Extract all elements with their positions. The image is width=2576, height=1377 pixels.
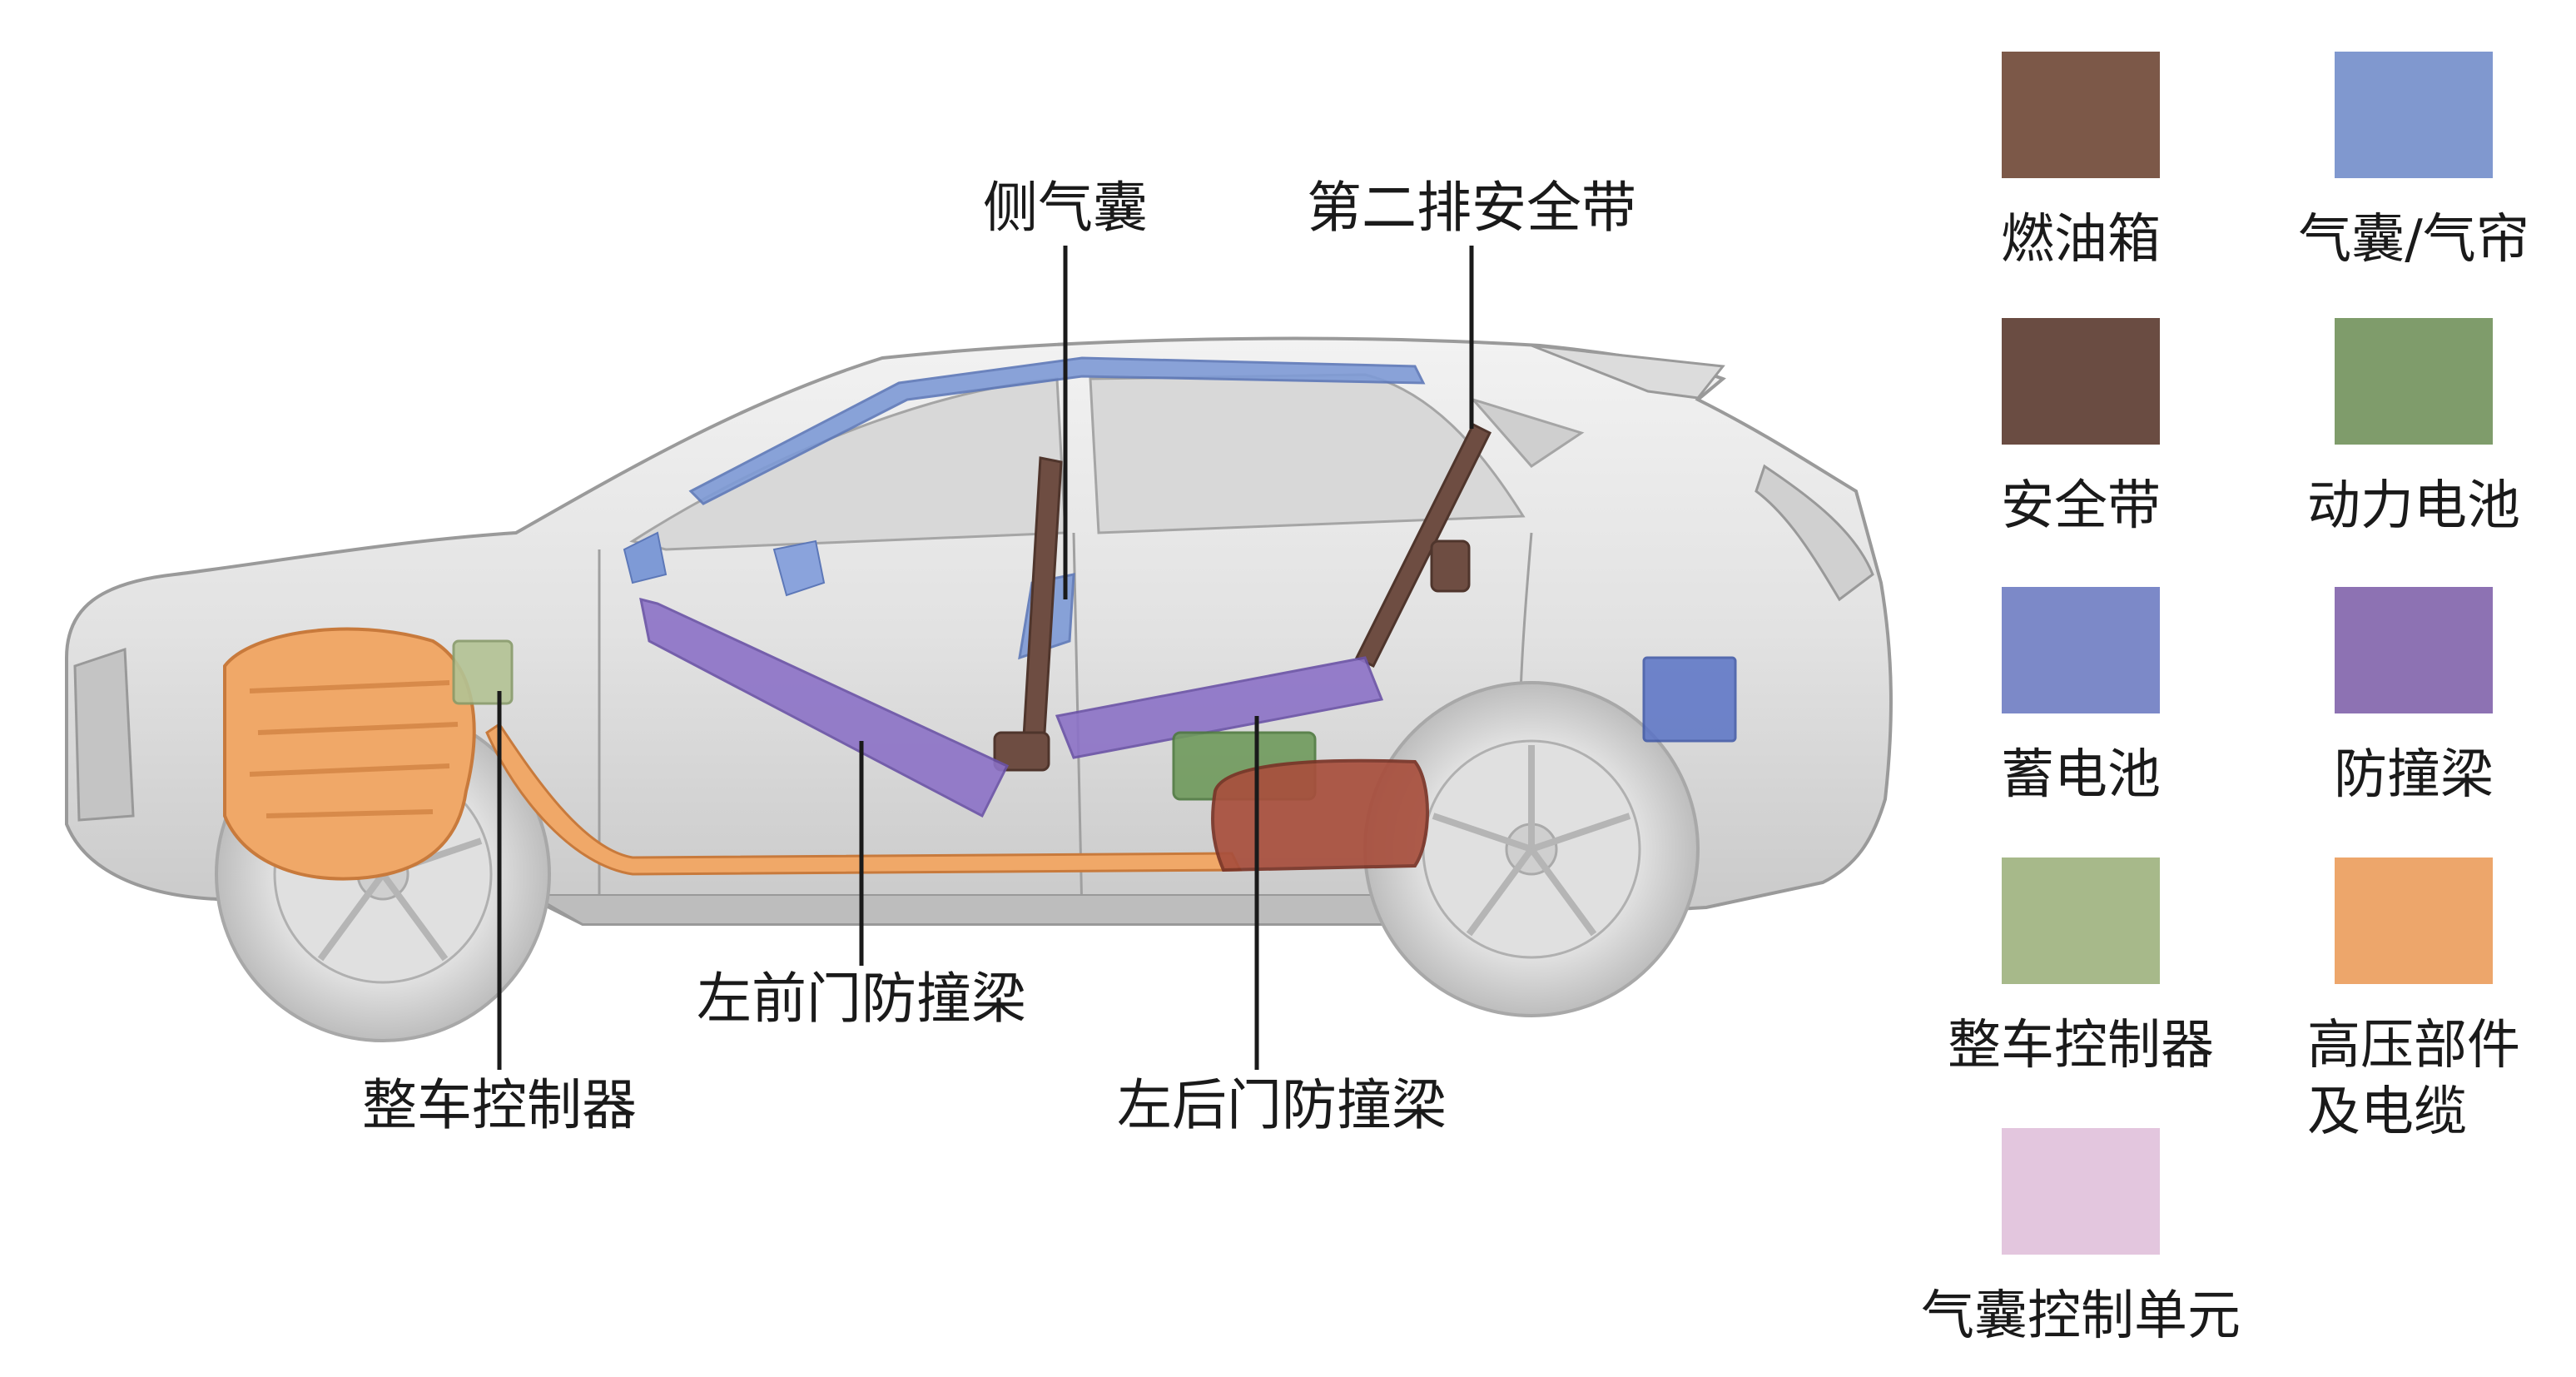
airbag-sensor bbox=[772, 539, 826, 597]
fuel-tank bbox=[1211, 758, 1429, 872]
legend-swatch bbox=[2002, 587, 2160, 713]
side-skirt bbox=[529, 894, 1417, 925]
legend-label: 安全带 bbox=[2001, 475, 2161, 537]
legend-swatch bbox=[2335, 318, 2493, 445]
legend-label: 气囊控制单元 bbox=[1921, 1285, 2241, 1347]
callout-side-airbag-label: 侧气囊 bbox=[983, 176, 1148, 240]
callout-second-row-seatbelt: 第二排安全带 bbox=[1307, 176, 1636, 429]
tail-lamp bbox=[1755, 464, 1874, 602]
legend-item: 气囊/气帘 bbox=[2298, 52, 2529, 271]
front-seatbelt-retractor bbox=[993, 731, 1050, 772]
callout-second-row-seatbelt-label: 第二排安全带 bbox=[1307, 176, 1636, 240]
legend-swatch bbox=[2002, 1128, 2160, 1255]
curtain-airbag bbox=[688, 356, 1426, 505]
legend-item: 安全带 bbox=[2001, 318, 2161, 537]
legend-label: 气囊/气帘 bbox=[2298, 209, 2529, 271]
legend-swatch bbox=[2002, 318, 2160, 445]
front-airbag-module bbox=[623, 531, 668, 584]
legend-item: 防撞梁 bbox=[2334, 587, 2494, 806]
legend-label: 燃油箱 bbox=[2001, 209, 2161, 271]
rear-door-beam bbox=[1055, 656, 1384, 759]
callout-vehicle-controller-label: 整车控制器 bbox=[362, 1073, 637, 1137]
legend-item: 燃油箱 bbox=[2001, 52, 2161, 271]
rear-seatbelt-retractor bbox=[1430, 539, 1471, 593]
callout-left-rear-door-beam-label: 左后门防撞梁 bbox=[1117, 1073, 1447, 1137]
legend-label: 高压部件 bbox=[2307, 1015, 2520, 1076]
quarter-window bbox=[1469, 397, 1585, 468]
rear-seatbelt bbox=[1354, 422, 1492, 669]
legend-label-line2: 及电缆 bbox=[2307, 1081, 2467, 1143]
legend-item: 动力电池 bbox=[2307, 318, 2520, 537]
legend-item: 蓄电池 bbox=[2001, 587, 2161, 806]
front-door-beam bbox=[639, 597, 1010, 818]
legend-swatch bbox=[2002, 858, 2160, 984]
legend-item: 气囊控制单元 bbox=[1921, 1128, 2241, 1347]
legend-swatch bbox=[2002, 52, 2160, 178]
rear-wheel bbox=[1363, 681, 1700, 1017]
vehicle-controller bbox=[452, 639, 514, 705]
legend-swatch bbox=[2335, 587, 2493, 713]
legend-item: 整车控制器 bbox=[1948, 858, 2214, 1076]
legend-swatch bbox=[2335, 858, 2493, 984]
callout-left-rear-door-beam: 左后门防撞梁 bbox=[1117, 716, 1447, 1137]
callout-side-airbag: 侧气囊 bbox=[983, 176, 1148, 599]
legend-label: 防撞梁 bbox=[2334, 744, 2494, 806]
callout-left-front-door-beam: 左前门防撞梁 bbox=[697, 741, 1026, 1031]
legend-label: 动力电池 bbox=[2307, 475, 2520, 537]
high-voltage-components bbox=[223, 627, 1243, 881]
callout-vehicle-controller: 整车控制器 bbox=[362, 691, 637, 1137]
callout-left-front-door-beam-label: 左前门防撞梁 bbox=[697, 967, 1026, 1031]
12v-battery bbox=[1642, 656, 1737, 743]
legend-label: 蓄电池 bbox=[2001, 744, 2161, 806]
legend-swatch bbox=[2335, 52, 2493, 178]
roof-spoiler bbox=[1531, 344, 1725, 400]
legend-label: 整车控制器 bbox=[1948, 1015, 2214, 1076]
front-grille bbox=[73, 647, 135, 822]
